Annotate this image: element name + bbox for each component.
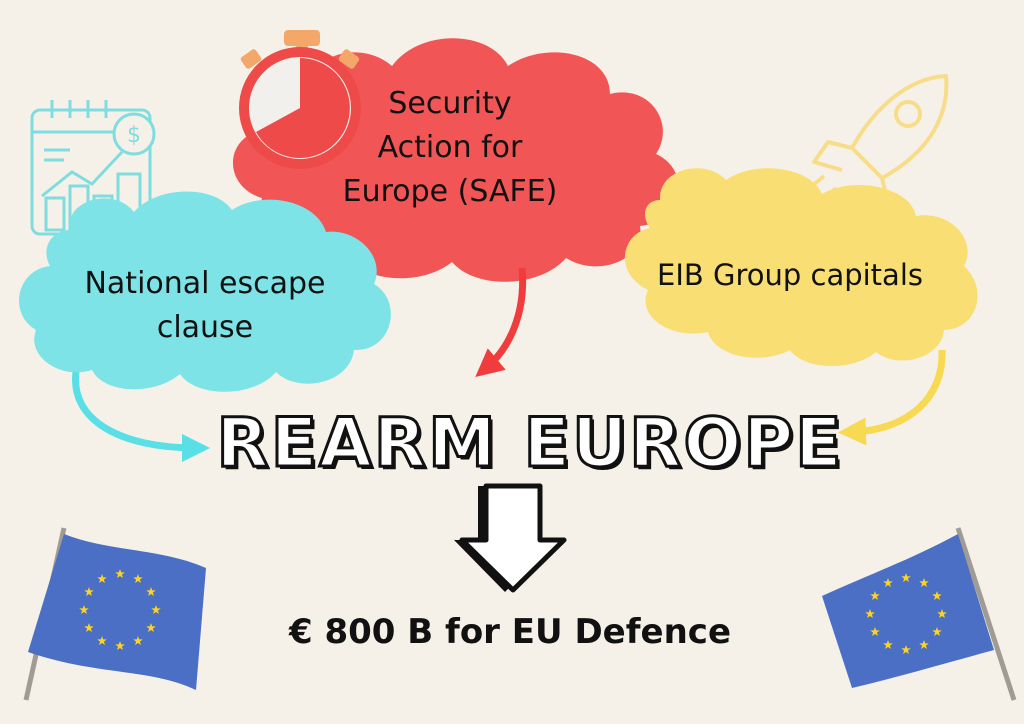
eib-arrow xyxy=(838,349,946,446)
stopwatch-icon xyxy=(239,30,361,169)
national-arrow xyxy=(72,371,210,462)
national-cloud-label: National escape clause xyxy=(40,262,370,350)
amount-caption: € 800 B for EU Defence xyxy=(288,612,732,652)
safe-line-1: Security xyxy=(388,86,512,121)
national-line-1: National escape xyxy=(84,266,326,301)
eu-flag-icon xyxy=(23,527,206,701)
svg-text:$: $ xyxy=(127,123,141,148)
safe-cloud-label: Security Action for Europe (SAFE) xyxy=(300,82,600,214)
national-cloud xyxy=(19,191,391,392)
headline: REARM EUROPE xyxy=(215,403,844,485)
eib-line-1: EIB Group capitals xyxy=(657,258,923,292)
eib-cloud-label: EIB Group capitals xyxy=(610,253,970,297)
safe-line-3: Europe (SAFE) xyxy=(342,174,558,209)
safe-line-2: Action for xyxy=(377,130,523,165)
national-line-2: clause xyxy=(156,310,254,345)
safe-arrow xyxy=(475,267,527,377)
eib-cloud xyxy=(624,168,978,367)
eu-flag-icon xyxy=(822,527,1017,701)
down-arrow-icon xyxy=(454,483,567,593)
